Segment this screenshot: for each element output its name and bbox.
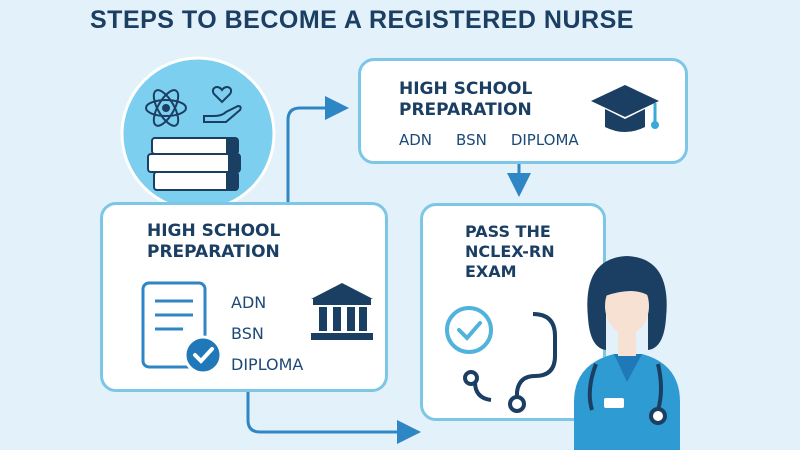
step-card-top: HIGH SCHOOL PREPARATION ADN BSN DIPLOMA: [358, 58, 688, 164]
step-heading: HIGH SCHOOL PREPARATION: [399, 79, 533, 121]
arrow-left-to-bottom: [246, 392, 421, 444]
option-bsn: BSN: [456, 131, 487, 149]
option-adn: ADN: [231, 293, 267, 312]
degree-options: ADN BSN DIPLOMA: [399, 131, 579, 149]
graduation-cap-icon: [591, 85, 659, 132]
books-icon: [147, 137, 241, 191]
nurse-icon: [574, 256, 680, 450]
page-title: STEPS TO BECOME A REGISTERED NURSE: [90, 6, 634, 34]
document-check-icon: [141, 281, 223, 375]
option-diploma: DIPLOMA: [231, 355, 304, 374]
institution-icon: [311, 283, 373, 340]
check-circle-icon: [445, 306, 493, 354]
step-heading: PASS THE NCLEX-RN EXAM: [465, 222, 555, 281]
degree-options: ADN BSN DIPLOMA: [231, 287, 303, 380]
stethoscope-icon: [463, 312, 557, 413]
step-card-left: HIGH SCHOOL PREPARATION ADN BSN DIPLOMA: [100, 202, 388, 392]
option-adn: ADN: [399, 131, 433, 149]
atom-icon: [145, 89, 187, 127]
arrow-to-top-card: [286, 96, 349, 202]
option-bsn: BSN: [231, 324, 264, 343]
option-diploma: DIPLOMA: [510, 131, 579, 149]
step-heading: HIGH SCHOOL PREPARATION: [147, 221, 281, 263]
intro-illustration: [120, 56, 276, 212]
step-card-right: PASS THE NCLEX-RN EXAM: [420, 203, 606, 421]
hand-heart-icon: [203, 86, 242, 123]
